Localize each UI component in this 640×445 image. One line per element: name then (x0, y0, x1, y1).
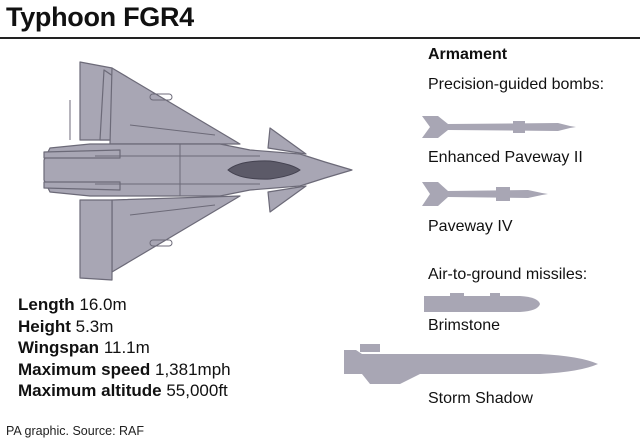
bombs-heading: Precision-guided bombs: (428, 76, 605, 93)
spec-height: Height 5.3m (18, 316, 114, 336)
spec-max-speed: Maximum speed 1,381mph (18, 359, 231, 379)
paveway-iv-icon (422, 182, 548, 206)
spec-max-altitude: Maximum altitude 55,000ft (18, 381, 228, 400)
spec-wingspan: Wingspan 11.1m (18, 338, 150, 357)
fuselage (43, 143, 353, 197)
lower-canard (267, 185, 307, 213)
source-credit: PA graphic. Source: RAF (6, 424, 145, 438)
storm-shadow-icon (344, 344, 598, 384)
upper-canard (267, 127, 307, 155)
bomb-paveway-iv: Paveway IV (428, 218, 513, 235)
bomb-enhanced-paveway-ii: Enhanced Paveway II (428, 149, 583, 166)
lower-wing (111, 195, 241, 273)
brimstone-icon (424, 293, 540, 312)
missiles-heading: Air-to-ground missiles: (428, 266, 588, 283)
missile-brimstone: Brimstone (428, 317, 501, 334)
spec-length: Length 16.0m (18, 295, 127, 314)
specifications-list: Length 16.0m Height 5.3m Wingspan 11.1m … (18, 294, 231, 402)
page-title: Typhoon FGR4 (6, 2, 194, 32)
armament-heading: Armament (428, 46, 508, 63)
title-divider (0, 37, 640, 39)
missile-storm-shadow: Storm Shadow (428, 390, 533, 407)
enhanced-paveway-ii-icon (422, 116, 576, 138)
canopy (227, 160, 301, 180)
